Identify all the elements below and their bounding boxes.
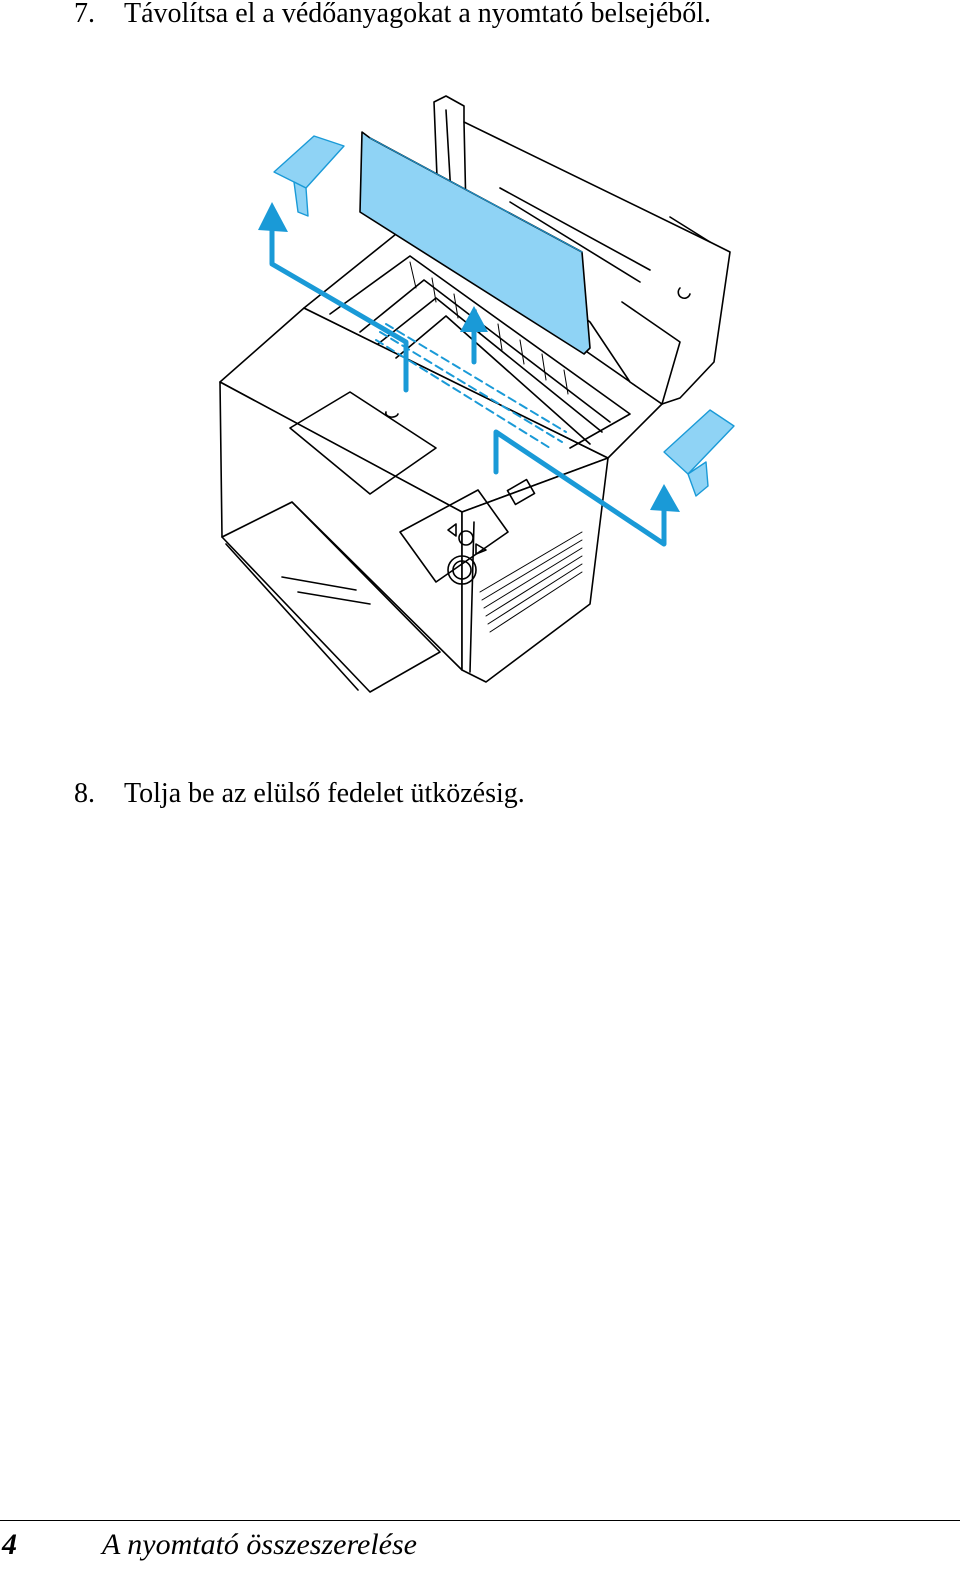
printer-body	[219, 307, 609, 683]
arrow-up-icon	[650, 484, 680, 512]
protective-piece-left	[273, 135, 345, 217]
step-text: Távolítsa el a védőanyagokat a nyomtató …	[124, 0, 712, 29]
arrow-up-icon	[269, 221, 409, 393]
step-8: 8. Tolja be az elülső fedelet ütközésig.	[74, 778, 525, 810]
protective-piece-right	[663, 409, 735, 497]
open-cover	[433, 95, 731, 405]
page-number: 4	[2, 1528, 17, 1561]
step-text: Tolja be az elülső fedelet ütközésig.	[124, 778, 525, 809]
arrow-up-icon	[258, 202, 288, 232]
footer-divider	[0, 1520, 960, 1521]
step-number: 8.	[74, 778, 95, 809]
arrow-up-icon	[460, 306, 488, 332]
step-number: 7.	[74, 0, 95, 29]
printer-illustration	[219, 95, 735, 693]
step-7: 7. Távolítsa el a védőanyagokat a nyomtat…	[74, 0, 711, 30]
section-title: A nyomtató összeszerelése	[102, 1528, 417, 1561]
protective-strip	[379, 331, 563, 443]
arrow-up-icon	[493, 429, 667, 547]
